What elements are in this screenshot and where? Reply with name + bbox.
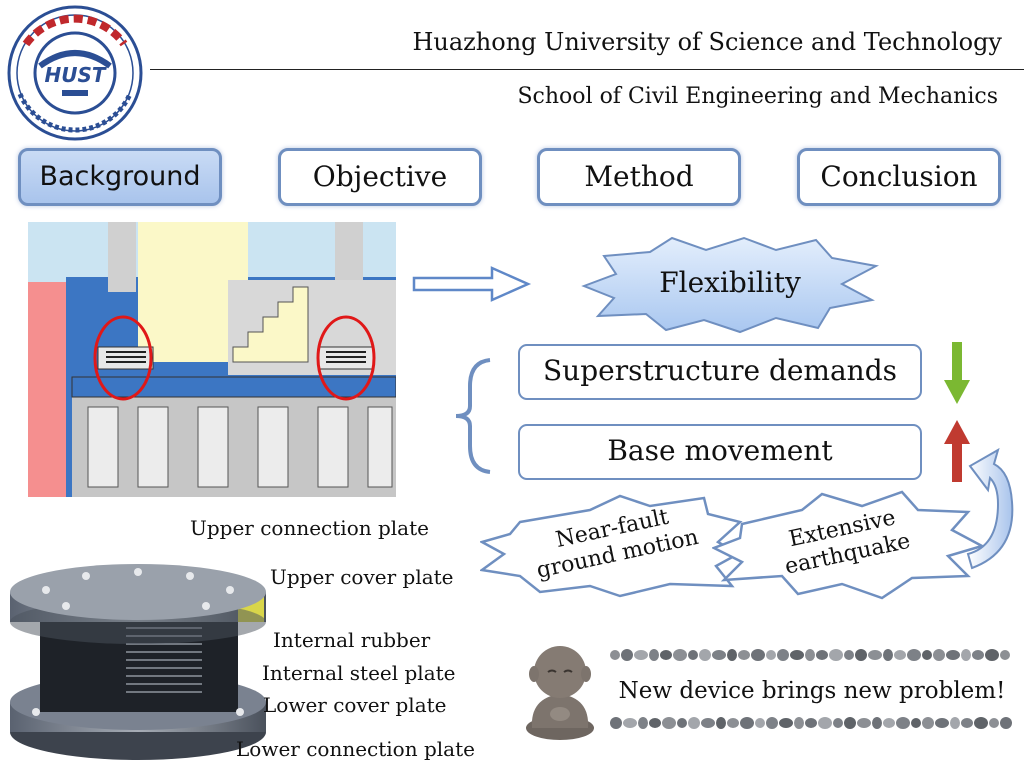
pebble	[688, 717, 700, 729]
pebble	[727, 718, 739, 728]
pebble	[961, 649, 971, 661]
tab-method[interactable]: Method	[537, 148, 741, 206]
lower-cover-plate-label: Lower cover plate	[263, 693, 447, 717]
pebble	[805, 718, 817, 728]
pebble	[610, 717, 622, 729]
pebble	[623, 718, 637, 728]
pebble-border-top	[610, 649, 1010, 661]
tab-background[interactable]: Background	[18, 148, 222, 206]
pebble	[933, 649, 945, 661]
pebble	[818, 717, 832, 729]
pebble	[621, 649, 633, 661]
pebble	[896, 717, 910, 729]
pebble	[844, 650, 854, 660]
pebble	[972, 650, 984, 660]
header-divider	[150, 69, 1024, 70]
pebble	[894, 650, 906, 660]
pebble	[829, 649, 843, 661]
pebble	[751, 649, 765, 661]
pebble	[872, 717, 882, 729]
pebble	[649, 718, 661, 728]
new-problem-text: New device brings new problem!	[618, 678, 1006, 704]
pebble	[766, 717, 778, 729]
svg-text:HUST: HUST	[44, 63, 106, 87]
pebble	[766, 650, 776, 660]
pebble	[662, 717, 676, 729]
university-name: Huazhong University of Science and Techn…	[412, 28, 1002, 56]
pebble	[816, 650, 828, 660]
pebble	[868, 650, 882, 660]
pebble	[883, 718, 895, 728]
pebble	[935, 718, 949, 728]
pebble	[794, 717, 804, 729]
pebble	[907, 649, 921, 661]
pebble	[740, 717, 754, 729]
pebble	[1000, 650, 1010, 660]
pebble	[779, 718, 793, 728]
near-fault-burst	[480, 494, 743, 598]
university-logo: HUST	[7, 5, 143, 141]
lower-connection-plate-label: Lower connection plate	[236, 737, 475, 761]
pebble	[634, 650, 648, 660]
pebble	[777, 649, 789, 661]
pebble	[660, 650, 672, 660]
internal-steel-plate-label: Internal steel plate	[262, 661, 456, 685]
pebble	[727, 649, 737, 661]
base-movement-box: Base movement	[518, 424, 922, 480]
superstructure-demands-box: Superstructure demands	[518, 344, 922, 400]
pebble-border-bottom	[610, 717, 1012, 729]
pebble	[673, 649, 687, 661]
pebble	[833, 718, 843, 728]
pebble	[950, 717, 960, 729]
rubber-bearing-illustration	[10, 564, 266, 760]
extensive-earthquake-burst	[712, 490, 984, 600]
upper-cover-plate-label: Upper cover plate	[270, 565, 454, 589]
pebble	[844, 717, 856, 729]
pebble	[961, 718, 973, 728]
pebble	[638, 717, 648, 729]
pebble	[946, 650, 960, 660]
pebble	[649, 649, 659, 661]
pebble	[716, 717, 726, 729]
pebble	[1000, 717, 1012, 729]
right-arrow-icon	[412, 266, 532, 302]
pebble	[985, 649, 999, 661]
pebble	[699, 649, 711, 661]
internal-rubber-label: Internal rubber	[273, 628, 431, 652]
decrease-arrow-icon	[944, 342, 970, 404]
flexibility-label: Flexibility	[659, 266, 801, 299]
pebble	[755, 718, 765, 728]
isolated-building-section	[28, 222, 396, 497]
tab-conclusion[interactable]: Conclusion	[797, 148, 1001, 206]
pebble	[989, 718, 999, 728]
pebble	[855, 649, 867, 661]
curved-arrow-icon	[966, 447, 1014, 570]
pebble	[738, 650, 750, 660]
pebble	[922, 650, 932, 660]
upper-connection-plate-label: Upper connection plate	[190, 516, 429, 540]
monk-figurine-icon	[526, 646, 594, 740]
pebble	[701, 718, 715, 728]
pebble	[974, 717, 988, 729]
pebble	[790, 650, 804, 660]
tab-objective[interactable]: Objective	[278, 148, 482, 206]
pebble	[922, 717, 934, 729]
pebble	[883, 649, 893, 661]
pebble	[688, 650, 698, 660]
pebble	[677, 718, 687, 728]
pebble	[712, 650, 726, 660]
pebble	[610, 650, 620, 660]
increase-arrow-icon	[944, 420, 970, 482]
brace-icon	[455, 358, 491, 474]
school-name: School of Civil Engineering and Mechanic…	[517, 84, 998, 109]
pebble	[857, 718, 871, 728]
flexibility-burst	[581, 236, 880, 334]
pebble	[911, 718, 921, 728]
pebble	[805, 649, 815, 661]
